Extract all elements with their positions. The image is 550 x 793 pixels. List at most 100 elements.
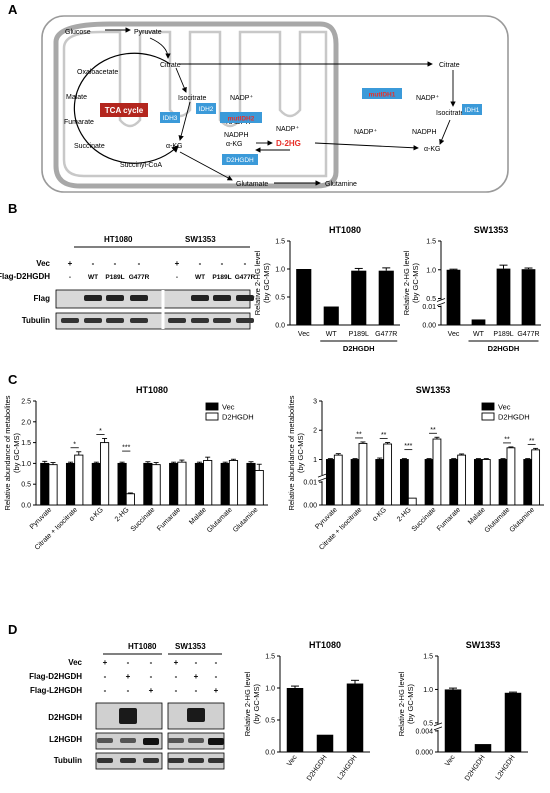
blot-d-mark: - <box>104 672 107 681</box>
chart-ytick: 0.5 <box>265 718 275 725</box>
chart-bar <box>220 462 230 506</box>
blot-d-mark: + <box>149 686 154 695</box>
met-citrate-cyto: Citrate <box>439 62 460 69</box>
chart-xtick: Glutamine <box>232 506 260 534</box>
chart-ylabel: Relative 2-HG level <box>397 671 406 736</box>
met-pyruvate: Pyruvate <box>134 29 162 36</box>
chart-bar <box>506 447 516 506</box>
enzyme-idh3: IDH3 <box>163 115 178 122</box>
blot-b-flag-band <box>191 295 209 301</box>
chart-ytick: 1.5 <box>265 654 275 661</box>
blot-d-mark: - <box>195 658 198 667</box>
blot-b-vec-mark: - <box>244 259 247 268</box>
met-glutamate: Glutamate <box>236 181 268 188</box>
chart-xtick: 2-HG <box>114 506 131 523</box>
blot-b-tubulin-band <box>236 318 254 323</box>
enzyme-mutidh1-box <box>362 88 402 99</box>
chart-bar <box>407 497 417 506</box>
chart-star: ** <box>504 436 510 443</box>
blot-b-flag-mark: G477R <box>235 274 256 281</box>
chart-xtick: Fumarate <box>156 506 182 532</box>
arrow-citrate-isocitrate <box>175 67 187 93</box>
chart-bar <box>325 459 335 506</box>
chart-ytick: 0.01 <box>303 480 317 487</box>
chart-ylabel: Relative abundance of metabolites <box>3 395 12 510</box>
blot-b-flag-mark: - <box>69 274 71 281</box>
chart-xtick: G477R <box>517 331 539 338</box>
blot-b-vec-mark: + <box>68 259 73 268</box>
chart-xtick: Glutamate <box>206 506 234 534</box>
chart-bar <box>471 319 486 325</box>
chart-ytick: 0.01 <box>422 304 436 311</box>
blot-d-band-tubulin: Tubulin <box>54 756 82 765</box>
chart-bar <box>375 459 385 506</box>
chart-bar <box>323 306 339 325</box>
chart-ytick: 1 <box>313 457 317 464</box>
chart-ylabel: Relative abundance of metabolites <box>287 395 296 510</box>
chart-star: ** <box>356 431 362 438</box>
blot-b-vec-mark: - <box>114 259 117 268</box>
chart-bar <box>457 454 467 506</box>
chart-bar <box>48 464 58 506</box>
blot-b-flag-mark: WT <box>88 274 98 281</box>
blot-b-row-flag: Flag-D2HGDH <box>0 272 50 281</box>
blot-d-band-d2hgdh: D2HGDH <box>48 713 82 722</box>
chart-bar <box>521 269 536 325</box>
blot-b-vec-mark: - <box>92 259 95 268</box>
blot-d-row-d2: Flag-D2HGDH <box>29 672 82 681</box>
blot-d-tubulin-band <box>168 758 184 763</box>
chart-star: *** <box>404 443 412 450</box>
blot-d-mark: - <box>175 686 178 695</box>
enzyme-mutidh1: mutIDH1 <box>369 92 396 99</box>
chart-xtick: P189L <box>493 331 513 338</box>
chart-ytick: 0.5 <box>275 295 285 302</box>
chart-ytick: 0.0 <box>265 750 275 757</box>
chart-bar <box>228 460 239 506</box>
blot-d-l2hgdh-band <box>188 738 204 743</box>
blot-d-l2hgdh-band <box>143 738 159 745</box>
met-akg2: α-KG <box>226 141 243 148</box>
chart-xtick: Vec <box>298 331 310 338</box>
blot-b-band-tubulin: Tubulin <box>22 316 50 325</box>
mitochondrion-outer <box>53 21 339 189</box>
chart-ylabel2: (by GC-MS) <box>252 684 261 725</box>
chart-ytick: 1.5 <box>21 440 31 447</box>
chart-bar <box>523 459 533 506</box>
met-fumarate: Fumarate <box>64 119 94 126</box>
met-nadp3: NADP⁺ <box>416 94 439 102</box>
met-malate: Malate <box>66 94 87 101</box>
chart-bar <box>481 459 491 506</box>
chart-title: HT1080 <box>329 225 361 235</box>
blot-d-mark: + <box>126 672 131 681</box>
chart-ylabel2: (by GC-MS) <box>12 433 21 474</box>
met-nadph2: NADPH <box>224 132 249 139</box>
legend-swatch <box>481 402 495 411</box>
chart-ylabel2: (by GC-MS) <box>296 433 305 474</box>
chart-bar <box>498 459 508 506</box>
blot-b-row-vec: Vec <box>36 259 50 268</box>
chart-title: SW1353 <box>416 385 451 395</box>
chart-bar <box>378 270 394 325</box>
blot-b-flag-mark: P189L <box>212 274 231 281</box>
chart-ytick: 1.0 <box>426 267 436 274</box>
blot-d-d2hgdh-band <box>187 708 205 722</box>
chart-bar <box>254 470 264 506</box>
blot-d-row-vec: Vec <box>68 658 82 667</box>
chart-ytick: 2.5 <box>21 399 31 406</box>
chart-bar <box>346 683 364 752</box>
panel-letter-b: B <box>8 201 17 216</box>
chart-ytick: 1.5 <box>426 239 436 246</box>
chart-xtick: Vec <box>448 331 460 338</box>
chart-bar <box>99 442 110 506</box>
chart-ytick: 2.0 <box>21 419 31 426</box>
chart-bar <box>444 689 462 752</box>
blot-b-vec-mark: + <box>175 259 180 268</box>
chart-bar <box>424 459 434 506</box>
met-glutamine: Glutamine <box>325 181 357 188</box>
blot-d-tubulin-band <box>97 758 113 763</box>
blot-d-mark: - <box>127 658 130 667</box>
